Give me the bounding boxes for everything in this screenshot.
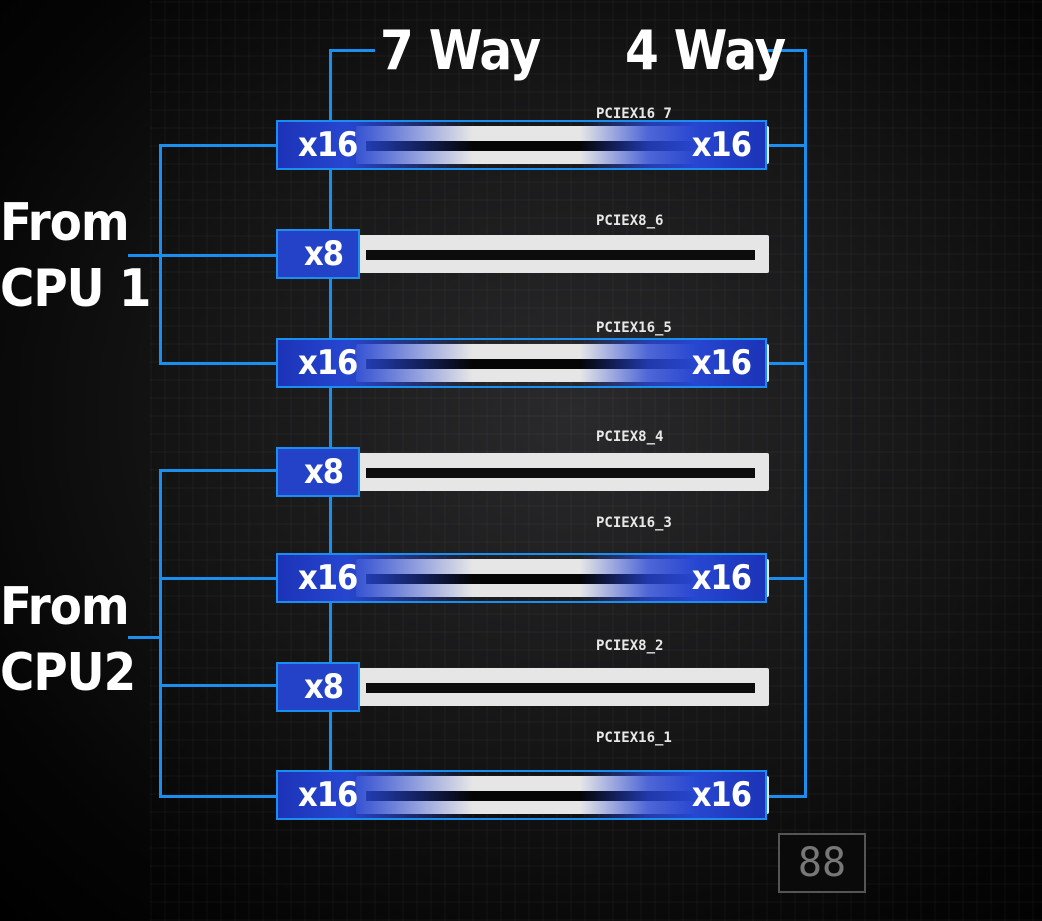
four-way-branch — [767, 795, 807, 798]
seven-way-label: 7 Way — [380, 19, 541, 82]
slot-pciex8-6: PCIEX8_6 x8 — [276, 213, 769, 279]
cpu2-branch — [159, 469, 276, 472]
slot-pciex16-3: PCIEX16_3 x16 x16 — [276, 515, 769, 603]
cpu2-bracket — [159, 469, 162, 798]
cpu2-branch — [159, 795, 276, 798]
lane-label-left: x16 — [298, 775, 358, 815]
slot-name: PCIEX16_7 — [596, 106, 672, 122]
four-way-branch — [767, 362, 807, 365]
seven-way-line — [329, 49, 332, 820]
slot-pciex16-5: PCIEX16_5 x16 x16 — [276, 320, 769, 388]
four-way-line — [804, 49, 807, 798]
slot-name: PCIEX8_2 — [596, 638, 664, 654]
lane-label-right: x16 — [691, 775, 752, 815]
lane-label-left: x8 — [304, 452, 344, 492]
cpu2-branch — [159, 684, 276, 687]
seven-way-line-top — [330, 49, 375, 52]
cpu2-branch — [159, 577, 276, 580]
cpu1-label-line2: CPU 1 — [0, 259, 151, 319]
cpu2-label-line1: From — [0, 577, 130, 637]
slot-pciex16-1: PCIEX16_1 x16 x16 — [276, 730, 769, 820]
slot-name: PCIEX8_6 — [596, 213, 664, 229]
lane-label-right: x16 — [691, 343, 752, 383]
lane-label-left: x16 — [298, 343, 358, 383]
slot-pciex8-2: PCIEX8_2 x8 — [276, 638, 769, 712]
four-way-branch — [767, 144, 807, 147]
lane-label-left: x16 — [298, 558, 358, 598]
cpu2-label: From CPU2 — [0, 574, 136, 706]
lane-label-right: x16 — [691, 558, 752, 598]
cpu2-branch — [128, 636, 162, 639]
slot-name: PCIEX16_1 — [596, 730, 672, 746]
debug-led-display: 88 — [778, 833, 866, 893]
cpu1-label: From CPU 1 — [0, 190, 151, 322]
four-way-label: 4 Way — [625, 19, 786, 82]
slot-name: PCIEX16_5 — [596, 320, 672, 336]
slot-pciex8-4: PCIEX8_4 x8 — [276, 429, 769, 497]
cpu1-branch — [128, 254, 276, 257]
cpu2-label-line2: CPU2 — [0, 643, 136, 703]
slot-pciex16-7: PCIEX16_7 x16 x16 — [276, 106, 769, 170]
cpu1-branch — [159, 362, 276, 365]
lane-label-right: x16 — [691, 125, 752, 165]
cpu1-branch — [159, 144, 276, 147]
cpu1-label-line1: From — [0, 193, 130, 253]
slot-name: PCIEX8_4 — [596, 429, 664, 445]
lane-label-left: x8 — [304, 667, 344, 707]
four-way-branch — [767, 577, 807, 580]
four-way-line-top — [767, 49, 807, 52]
slot-name: PCIEX16_3 — [596, 515, 672, 531]
lane-label-left: x16 — [298, 125, 358, 165]
lane-label-left: x8 — [304, 234, 344, 274]
